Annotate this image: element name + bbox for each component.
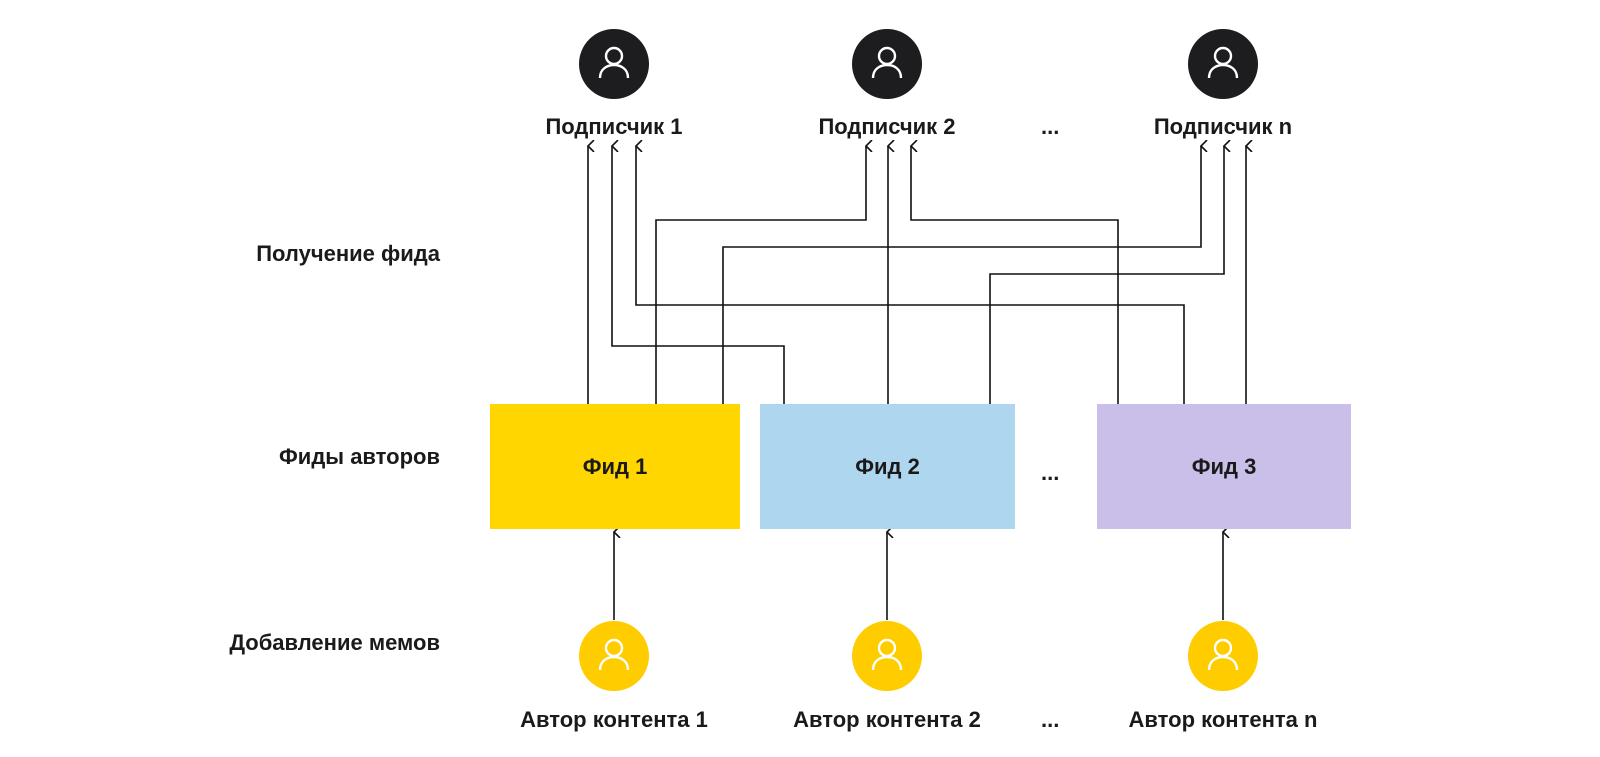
row-label-feed-fetch: Получение фида	[256, 241, 440, 266]
user-icon	[871, 46, 903, 79]
user-icon	[1207, 638, 1239, 671]
subscriber-n-avatar	[1188, 29, 1258, 99]
author-n-avatar	[1188, 621, 1258, 691]
feed-1-box: Фид 1	[490, 404, 740, 529]
authors-ellipsis: ...	[1041, 707, 1060, 732]
row-label-meme-adding: Добавление мемов	[229, 630, 440, 655]
subscriber-1-label: Подписчик 1	[545, 114, 683, 139]
author-2-label: Автор контента 2	[793, 707, 981, 732]
subscriber-2-label: Подписчик 2	[818, 114, 956, 139]
row-label-author-feeds: Фиды авторов	[279, 444, 440, 469]
edge-feed3-sub2	[911, 146, 1119, 404]
edge-feed2-subn	[989, 146, 1224, 404]
user-icon	[598, 46, 630, 79]
edge-feed1-subn	[722, 146, 1201, 404]
feed-2-label: Фид 2	[855, 453, 920, 479]
subscribers-ellipsis: ...	[1041, 114, 1060, 139]
subscriber-2-avatar	[852, 29, 922, 99]
edge-feed1-sub2	[655, 146, 866, 404]
feed-1-label: Фид 1	[582, 453, 648, 479]
author-1-avatar	[579, 621, 649, 691]
feeds-ellipsis: ...	[1041, 460, 1060, 485]
user-icon	[1207, 46, 1239, 79]
author-n-label: Автор контента n	[1128, 707, 1318, 732]
edge-feed3-sub1	[636, 146, 1185, 404]
user-icon	[598, 638, 630, 671]
feed-2-box: Фид 2	[760, 404, 1015, 529]
subscriber-n-label: Подписчик n	[1153, 114, 1293, 139]
user-icon	[871, 638, 903, 671]
subscriber-1-avatar	[579, 29, 649, 99]
author-1-label: Автор контента 1	[520, 707, 708, 732]
edge-feed2-sub1	[612, 146, 785, 404]
feed-3-label: Фид 3	[1191, 453, 1257, 479]
author-2-avatar	[852, 621, 922, 691]
feed-3-box: Фид 3	[1097, 404, 1351, 529]
